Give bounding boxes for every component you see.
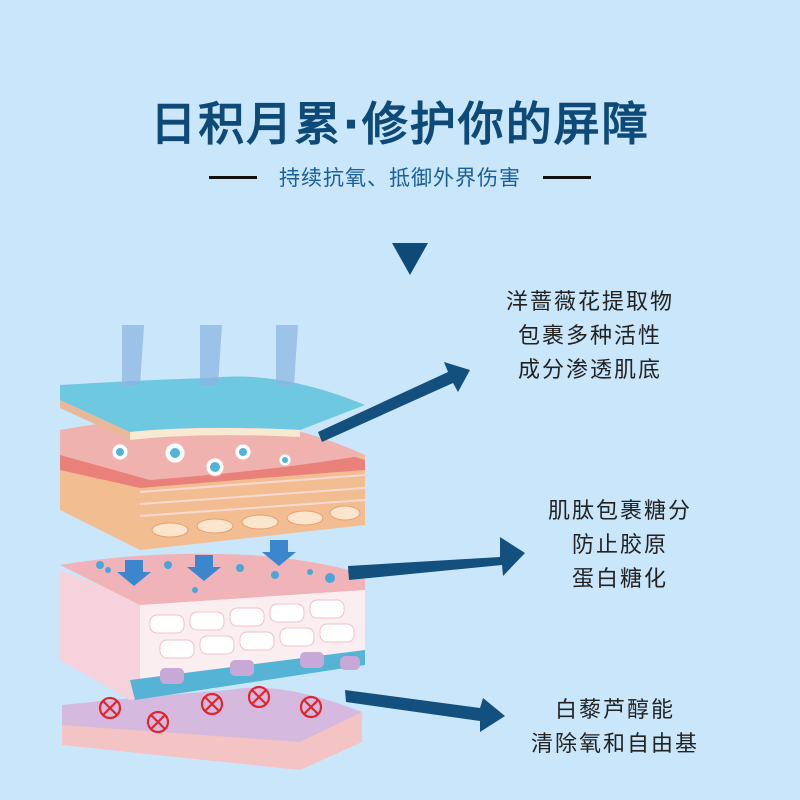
benefit-label-rose-extract: 洋蔷薇花提取物 包裹多种活性 成分渗透肌底 bbox=[480, 286, 700, 388]
benefit-label-resveratrol: 白藜芦醇能 清除氧和自由基 bbox=[500, 694, 730, 762]
dermis-base-layer bbox=[62, 685, 362, 770]
callout-arrow-1 bbox=[318, 362, 470, 442]
down-arrows bbox=[117, 540, 296, 586]
label-line: 成分渗透肌底 bbox=[517, 358, 662, 383]
subtitle-divider-left bbox=[209, 175, 257, 179]
subtitle: 持续抗氧、抵御外界伤害 bbox=[279, 166, 521, 190]
callout-arrow-2 bbox=[348, 537, 525, 580]
penetration-beams bbox=[122, 325, 298, 385]
page-title: 日积月累·修护你的屏障 bbox=[150, 97, 650, 151]
label-line: 洋蔷薇花提取物 bbox=[505, 290, 674, 315]
skin-block-layer bbox=[60, 418, 366, 550]
label-line: 白藜芦醇能 bbox=[554, 698, 675, 723]
callout-arrow-3 bbox=[345, 690, 505, 732]
epidermis-cell-layer bbox=[60, 540, 365, 700]
label-line: 包裹多种活性 bbox=[517, 324, 662, 349]
label-line: 肌肽包裹糖分 bbox=[547, 499, 692, 524]
down-triangle-icon bbox=[392, 243, 428, 275]
label-line: 蛋白糖化 bbox=[571, 567, 668, 592]
label-line: 防止胶原 bbox=[571, 533, 668, 558]
protective-film-layer bbox=[60, 325, 365, 440]
label-line: 清除氧和自由基 bbox=[530, 732, 699, 757]
benefit-label-carnosine: 肌肽包裹糖分 防止胶原 蛋白糖化 bbox=[520, 495, 720, 597]
blocked-radical-icons bbox=[98, 685, 323, 734]
subtitle-row: 持续抗氧、抵御外界伤害 bbox=[0, 162, 800, 192]
subtitle-divider-right bbox=[543, 175, 591, 179]
